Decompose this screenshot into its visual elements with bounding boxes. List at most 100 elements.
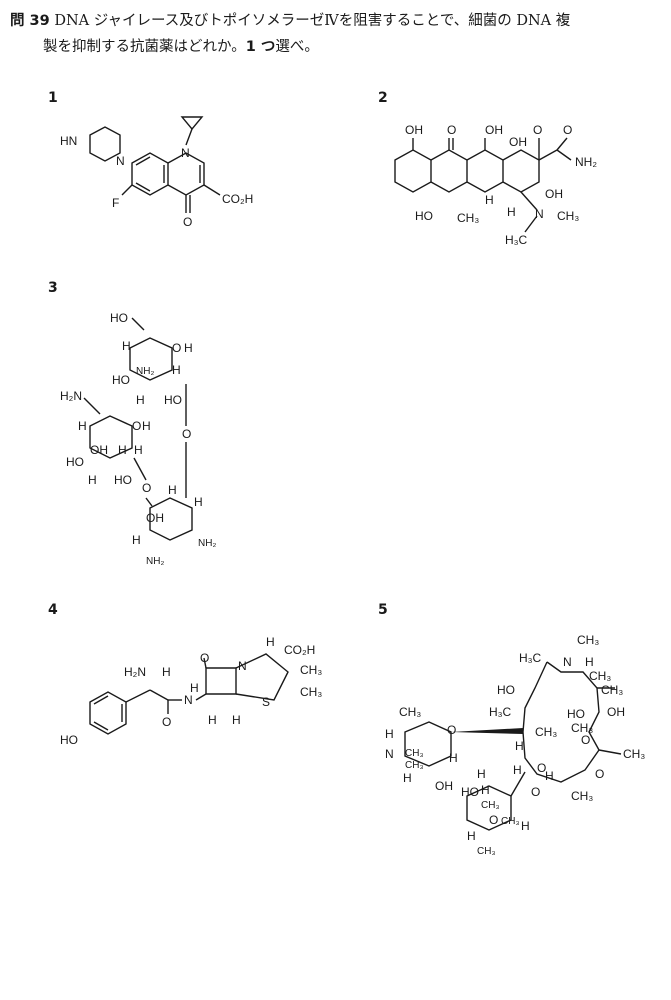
choice-4-structure: H CO₂H O H₂N H N CH₃ CH₃ H N S O H H HO bbox=[60, 635, 322, 747]
question-line2: 製を抑制する抗菌薬はどれか。1 つ選べ。 bbox=[43, 39, 319, 55]
c4-h2n: H₂N bbox=[124, 665, 146, 679]
c2-h2: H bbox=[507, 205, 516, 219]
c4-h5: H bbox=[232, 713, 241, 727]
c3-h10: H bbox=[134, 443, 143, 457]
c2-h3c: H₃C bbox=[505, 233, 528, 247]
c4-h1: H bbox=[162, 665, 171, 679]
c3-h4: H bbox=[172, 363, 181, 377]
c3-oh3: OH bbox=[146, 511, 164, 525]
c4-ch3a: CH₃ bbox=[300, 663, 322, 677]
c2-oh3: OH bbox=[509, 135, 527, 149]
c5-ch3-me: CH₃ bbox=[501, 816, 520, 827]
c5-ch3-r2: CH₃ bbox=[571, 721, 593, 735]
c5-h-s6: H bbox=[521, 819, 530, 833]
c5-ch3-r1: CH₃ bbox=[601, 683, 623, 697]
c4-h6: H bbox=[266, 635, 275, 649]
c5-h-s2: H bbox=[449, 751, 458, 765]
c4-ho: HO bbox=[60, 733, 78, 747]
c5-ch3-b: CH₃ bbox=[571, 789, 593, 803]
choice-5-structure: CH₃ H₃C N H CH₃ HO CH₃ H₃C OH HO CH₃ CH₃… bbox=[385, 633, 645, 857]
c2-ho: HO bbox=[415, 209, 433, 223]
c3-o-ring2: O bbox=[132, 419, 141, 433]
c4-h3: H bbox=[190, 681, 199, 695]
c5-o-me: O bbox=[489, 813, 498, 827]
c3-ho3: HO bbox=[114, 473, 132, 487]
c5-ch3-s3: CH₃ bbox=[481, 800, 500, 811]
c5-o-s1: O bbox=[447, 723, 456, 737]
c3-o-link2: O bbox=[142, 481, 151, 495]
choice-2-structure: OH O OH OH O O NH₂ OH HO CH₃ H H N CH₃ H… bbox=[394, 123, 597, 247]
c5-o-ring: O bbox=[581, 733, 590, 747]
choice-3-structure: HO O H H NH₂ HO H H HO O H₂N O H H OH HO… bbox=[60, 311, 216, 567]
c5-h-top: H bbox=[585, 655, 594, 669]
choice-5-number: 5 bbox=[378, 602, 388, 618]
c5-h-m: H bbox=[545, 769, 554, 783]
question-line1: DNA ジャイレース及びトポイソメラーゼⅣを阻害することで、細菌の DNA 複 bbox=[54, 13, 571, 29]
c5-h-l1: H bbox=[515, 739, 524, 753]
c5-ch3-top: CH₃ bbox=[577, 633, 599, 647]
c5-h3c-2: H₃C bbox=[489, 705, 512, 719]
c3-ho2: HO bbox=[66, 455, 84, 469]
c5-h-s7: H bbox=[467, 829, 476, 843]
c5-oh-r: OH bbox=[607, 705, 625, 719]
c2-ch3: CH₃ bbox=[457, 211, 479, 225]
c5-oh-s: OH bbox=[435, 779, 453, 793]
c5-h-l2: H bbox=[513, 763, 522, 777]
c2-oh1: OH bbox=[405, 123, 423, 137]
c3-h12: H bbox=[132, 533, 141, 547]
c5-ch3-n: CH₃ bbox=[589, 669, 611, 683]
c4-o2: O bbox=[162, 715, 171, 729]
c5-ch3-s1: CH₃ bbox=[405, 748, 424, 759]
choice-1-number: 1 bbox=[48, 90, 58, 106]
c3-h7: H bbox=[142, 419, 151, 433]
question-number: 問 39 bbox=[10, 13, 50, 29]
c5-h-s3: H bbox=[403, 771, 412, 785]
c5-ch3-sugar1: CH₃ bbox=[399, 705, 421, 719]
c3-nh2-1: NH₂ bbox=[136, 366, 154, 377]
c1-n1: N bbox=[116, 154, 125, 168]
choice-3-number: 3 bbox=[48, 280, 58, 296]
c2-o3: O bbox=[563, 123, 572, 137]
c3-oh2: OH bbox=[90, 443, 108, 457]
c5-h3c-1: H₃C bbox=[519, 651, 542, 665]
c3-h2: H bbox=[184, 341, 193, 355]
c1-co2h: CO₂H bbox=[222, 192, 253, 206]
c3-h9: H bbox=[88, 473, 97, 487]
c2-oh2: OH bbox=[485, 123, 503, 137]
c3-oh1: HO bbox=[164, 393, 182, 407]
c5-ch3-et: CH₃ bbox=[623, 747, 645, 761]
c2-h1: H bbox=[485, 193, 494, 207]
c4-s: S bbox=[262, 695, 270, 709]
c4-co2h: CO₂H bbox=[284, 643, 315, 657]
c5-n-top: N bbox=[563, 655, 572, 669]
c5-h-s4: H bbox=[477, 767, 486, 781]
c3-h3: H bbox=[136, 393, 145, 407]
c1-f: F bbox=[112, 196, 119, 210]
question-text: 問 39 DNA ジャイレース及びトポイソメラーゼⅣを阻害することで、細菌の D… bbox=[10, 8, 665, 60]
choice-2-number: 2 bbox=[378, 90, 388, 106]
c5-ho-1: HO bbox=[497, 683, 515, 697]
c2-oh4: OH bbox=[545, 187, 563, 201]
c5-ch3-m: CH₃ bbox=[535, 725, 557, 739]
c3-nh2-3: NH₂ bbox=[146, 556, 164, 567]
c3-h13: H bbox=[168, 483, 177, 497]
c2-nh2: NH₂ bbox=[575, 155, 597, 169]
c5-o-c: O bbox=[595, 767, 604, 781]
c5-ho-s2: HO bbox=[461, 785, 479, 799]
c3-h8: H bbox=[118, 443, 127, 457]
c2-ch3b: CH₃ bbox=[557, 209, 579, 223]
c3-o-link1: O bbox=[182, 427, 191, 441]
c4-h4: H bbox=[208, 713, 217, 727]
c3-h2n: H₂N bbox=[60, 389, 82, 403]
c4-n: N bbox=[238, 659, 247, 673]
c5-ho-r: HO bbox=[567, 707, 585, 721]
c5-h-s1: H bbox=[385, 727, 394, 741]
c2-o1: O bbox=[447, 123, 456, 137]
choice-4-number: 4 bbox=[48, 602, 58, 618]
c3-ho-top: HO bbox=[110, 311, 128, 325]
c5-h-s5: H bbox=[481, 783, 490, 797]
c5-ch3-s2: CH₃ bbox=[405, 760, 424, 771]
c3-ho1: HO bbox=[112, 373, 130, 387]
c1-hn: HN bbox=[60, 134, 77, 148]
c4-nh: N bbox=[184, 693, 193, 707]
